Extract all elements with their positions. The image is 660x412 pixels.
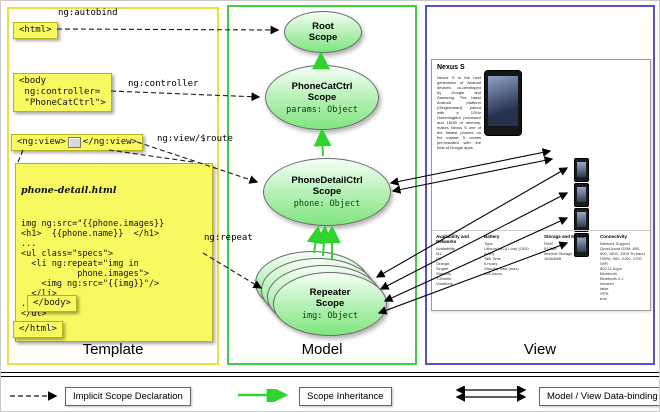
- green-arrow-legend-icon: [238, 389, 289, 402]
- root-scope-ellipse: Root Scope: [284, 11, 362, 53]
- phonedetailctrl-scope-subtitle: Scope: [312, 186, 342, 197]
- thumb-screen: [577, 237, 586, 252]
- code-title: phone-detail.html: [21, 185, 117, 196]
- phone-page-title: Nexus S: [437, 64, 465, 71]
- thumb-screen: [577, 187, 586, 202]
- code-line: <h1> {{phone.name}} </h1>: [21, 229, 160, 239]
- template-column-label: Template: [82, 341, 144, 358]
- spec-item: 16384MB: [544, 256, 562, 261]
- spec-item: GPS: [600, 291, 609, 296]
- dashed-arrow-legend-icon: [10, 391, 58, 401]
- spec-item: false: [600, 286, 609, 291]
- model-column-label: Model: [301, 341, 343, 358]
- spec-header: Connectivity: [600, 234, 628, 239]
- ng-view-close-text: </ng:view>: [82, 137, 137, 147]
- spec-item: Infrared: [600, 281, 614, 286]
- ng-view-open-text: <ng:view>: [17, 137, 66, 147]
- html-open-tag: <html>: [13, 22, 58, 39]
- legend-scope-inheritance: Scope Inheritance: [299, 387, 392, 406]
- body-open-tag: <body ng:controller= "PhoneCatCtrl">: [13, 73, 112, 112]
- legend-implicit-scope-declaration: Implicit Scope Declaration: [65, 387, 191, 406]
- view-placeholder-icon: [67, 137, 81, 148]
- repeater-scope-title: Repeater: [309, 287, 351, 298]
- phonedetailctrl-scope-ellipse: PhoneDetailCtrl Scope phone: Object: [263, 158, 391, 226]
- ng-view-route-label: ng:view/$route: [157, 134, 233, 144]
- spec-item: 802.11 b/g/n: [600, 266, 622, 271]
- code-line: img ng:src="{{phone.images}}: [21, 219, 165, 229]
- spec-item: Quad-band GSM: 850, 900, 1800, 1900 Tri-…: [600, 246, 645, 261]
- body-open-tag-line: "PhoneCatCtrl">: [19, 98, 106, 108]
- code-line: phone.images">: [21, 269, 149, 279]
- body-open-tag-line: ng:controller=: [19, 87, 101, 97]
- ng-controller-label: ng:controller: [128, 79, 199, 89]
- html-close-tag: </html>: [13, 321, 63, 338]
- root-scope-subtitle: Scope: [308, 32, 338, 43]
- phonedetailctrl-scope-title: PhoneDetailCtrl: [291, 175, 363, 186]
- code-line: <img ng:src="{{img}}"/>: [21, 279, 160, 289]
- spec-item: 428 hours: [484, 271, 502, 276]
- spec-item: Network Support: [600, 241, 630, 246]
- repeater-scope-ellipse: Repeater Scope img: Object: [273, 272, 387, 336]
- ng-repeat-label: ng:repeat: [204, 233, 253, 243]
- code-line: ...: [21, 239, 37, 249]
- phone-thumbnail-image: [574, 158, 589, 182]
- phone-detail-template-box: phone-detail.html img ng:src="{{phone.im…: [15, 163, 213, 342]
- root-scope-title: Root: [312, 21, 334, 32]
- phone-main-image: [484, 70, 522, 136]
- phone-thumbnail-image: [574, 183, 589, 207]
- phone-thumbnail-image: [574, 233, 589, 257]
- code-line: </li>: [21, 289, 57, 299]
- phonecatctrl-scope-detail: params: Object: [286, 104, 358, 115]
- spec-header: Availability and Networks: [436, 234, 469, 244]
- view-column-label: View: [523, 341, 557, 358]
- ng-view-tag: <ng:view> </ng:view>: [11, 134, 143, 151]
- repeater-scope-subtitle: Scope: [315, 298, 345, 309]
- ng-autobind-label: ng:autobind: [58, 8, 118, 18]
- phone-description: Nexus S is the next generation of Androi…: [437, 75, 481, 150]
- phonecatctrl-scope-title: PhoneCatCtrl: [291, 80, 353, 92]
- phone-screen: [488, 76, 518, 126]
- data-binding-arrows-legend-icon: [455, 386, 527, 402]
- spec-item: Vodafone: [436, 281, 453, 286]
- phone-thumbnail-image: [574, 208, 589, 232]
- phonecatctrl-scope-ellipse: PhoneCatCtrl Scope params: Object: [265, 65, 379, 130]
- code-line: </ul>: [21, 309, 47, 319]
- legend-model-view-data-binding: Model / View Data-binding: [539, 387, 659, 406]
- legend-separator: [1, 372, 659, 377]
- rendered-view-page: Nexus S Nexus S is the next generation o…: [431, 59, 651, 311]
- code-line: <li ng:repeat="img in: [21, 259, 139, 269]
- thumb-screen: [577, 162, 586, 177]
- repeater-scope-detail: img: Object: [301, 311, 359, 321]
- phonecatctrl-scope-subtitle: Scope: [307, 91, 337, 103]
- spec-item: Bluetooth 2.1: [600, 276, 624, 281]
- spec-header: Storage and Memory: [544, 234, 589, 239]
- body-close-tag: </body>: [27, 295, 77, 312]
- phonedetailctrl-scope-detail: phone: Object: [293, 199, 361, 209]
- spec-item: true: [600, 296, 607, 301]
- thumb-screen: [577, 212, 586, 227]
- spec-item: WiFi: [600, 261, 608, 266]
- template-column: Template: [7, 7, 219, 365]
- code-lines: img ng:src="{{phone.images}}<h1> {{phone…: [21, 219, 207, 319]
- spec-header: Battery: [484, 234, 500, 239]
- code-line: <ul class="specs">: [21, 249, 114, 259]
- spec-item: Bluetooth: [600, 271, 617, 276]
- body-open-tag-line: <body: [19, 76, 47, 86]
- spec-item: Lithium Ion (Li-Ion) (1500 mAH): [484, 246, 529, 256]
